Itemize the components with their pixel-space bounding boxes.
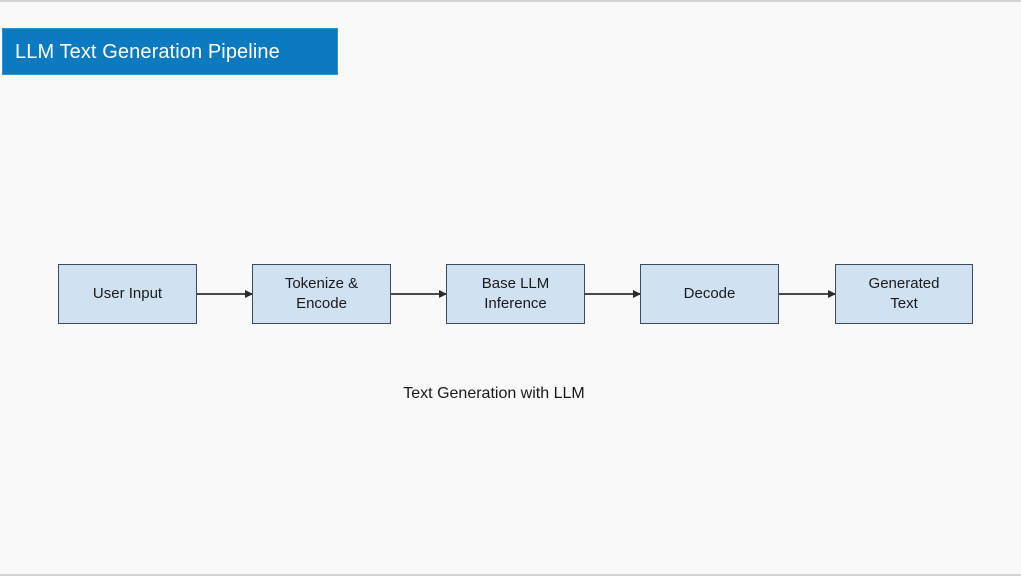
arrowhead-icon (245, 290, 253, 298)
arrow-line (779, 293, 835, 295)
flow-node-tokenize-encode[interactable]: Tokenize & Encode (252, 264, 391, 324)
flow-node-user-input[interactable]: User Input (58, 264, 197, 324)
page-title: LLM Text Generation Pipeline (15, 40, 280, 63)
arrowhead-icon (439, 290, 447, 298)
flow-node-label: Tokenize & Encode (284, 275, 359, 312)
arrow-line (391, 293, 446, 295)
page-title-banner: LLM Text Generation Pipeline (2, 28, 338, 75)
flow-node-label: User Input (92, 285, 163, 303)
arrowhead-icon (828, 290, 836, 298)
flow-arrow-user-input-to-tokenize-encode (197, 290, 253, 298)
arrowhead-icon (633, 290, 641, 298)
flow-arrow-decode-to-generated-text (779, 290, 836, 298)
diagram-caption: Text Generation with LLM (403, 385, 585, 402)
flow-node-decode[interactable]: Decode (640, 264, 779, 324)
flow-node-label: Base LLM Inference (481, 275, 550, 312)
flow-node-generated-text[interactable]: Generated Text (835, 264, 973, 324)
arrow-line (197, 293, 252, 295)
flow-arrow-base-llm-inference-to-decode (585, 290, 641, 298)
flow-node-label: Decode (683, 285, 736, 303)
flow-arrow-tokenize-encode-to-base-llm-inference (391, 290, 447, 298)
flow-node-label: Generated Text (868, 275, 940, 312)
flow-node-base-llm-inference[interactable]: Base LLM Inference (446, 264, 585, 324)
arrow-line (585, 293, 640, 295)
